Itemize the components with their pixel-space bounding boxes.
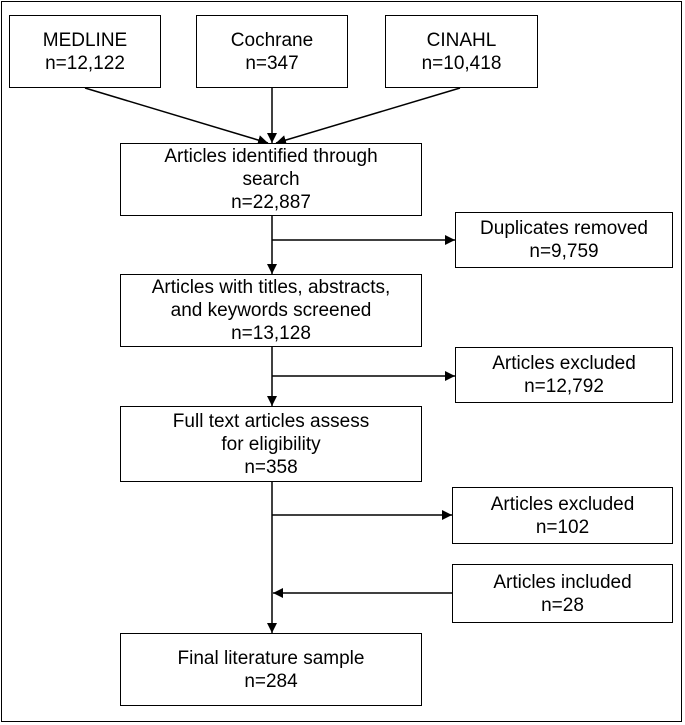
identified-box: Articles identified through search n=22,… xyxy=(120,143,422,216)
excluded-fulltext-count: n=102 xyxy=(535,516,590,538)
duplicates-box: Duplicates removed n=9,759 xyxy=(455,212,673,268)
screened-line1: Articles with titles, abstracts, xyxy=(151,277,391,298)
final-box: Final literature sample n=284 xyxy=(120,633,422,706)
source-cochrane-name: Cochrane xyxy=(230,29,314,51)
duplicates-label: Duplicates removed xyxy=(480,218,648,239)
fulltext-count: n=358 xyxy=(244,456,298,478)
duplicates-count: n=9,759 xyxy=(529,241,599,262)
source-cinahl-box: CINAHL n=10,418 xyxy=(385,15,538,88)
fulltext-line2: for eligibility xyxy=(221,433,321,455)
included-count: n=28 xyxy=(541,594,584,616)
fulltext-line1: Full text articles assess xyxy=(172,410,370,432)
source-cochrane-box: Cochrane n=347 xyxy=(196,15,348,88)
identified-count: n=22,887 xyxy=(231,192,311,213)
screened-line2: and keywords screened xyxy=(170,300,372,321)
source-medline-box: MEDLINE n=12,122 xyxy=(9,15,161,88)
source-cinahl-count: n=10,418 xyxy=(421,52,502,74)
identified-line1: Articles identified through xyxy=(164,146,378,167)
excluded-screening-label: Articles excluded xyxy=(492,353,636,374)
fulltext-box: Full text articles assess for eligibilit… xyxy=(120,406,422,482)
excluded-screening-count: n=12,792 xyxy=(524,376,604,397)
included-label: Articles included xyxy=(493,571,632,593)
source-cinahl-name: CINAHL xyxy=(426,29,497,51)
final-count: n=284 xyxy=(244,670,298,692)
source-cochrane-count: n=347 xyxy=(245,52,299,74)
included-box: Articles included n=28 xyxy=(452,564,673,623)
screened-count: n=13,128 xyxy=(231,323,311,344)
screened-box: Articles with titles, abstracts, and key… xyxy=(120,274,422,347)
final-label: Final literature sample xyxy=(177,647,365,669)
excluded-screening-box: Articles excluded n=12,792 xyxy=(455,347,673,403)
identified-line2: search xyxy=(242,169,300,190)
excluded-fulltext-label: Articles excluded xyxy=(490,493,635,515)
excluded-fulltext-box: Articles excluded n=102 xyxy=(452,487,673,544)
source-medline-count: n=12,122 xyxy=(45,52,125,74)
source-medline-name: MEDLINE xyxy=(42,29,128,51)
